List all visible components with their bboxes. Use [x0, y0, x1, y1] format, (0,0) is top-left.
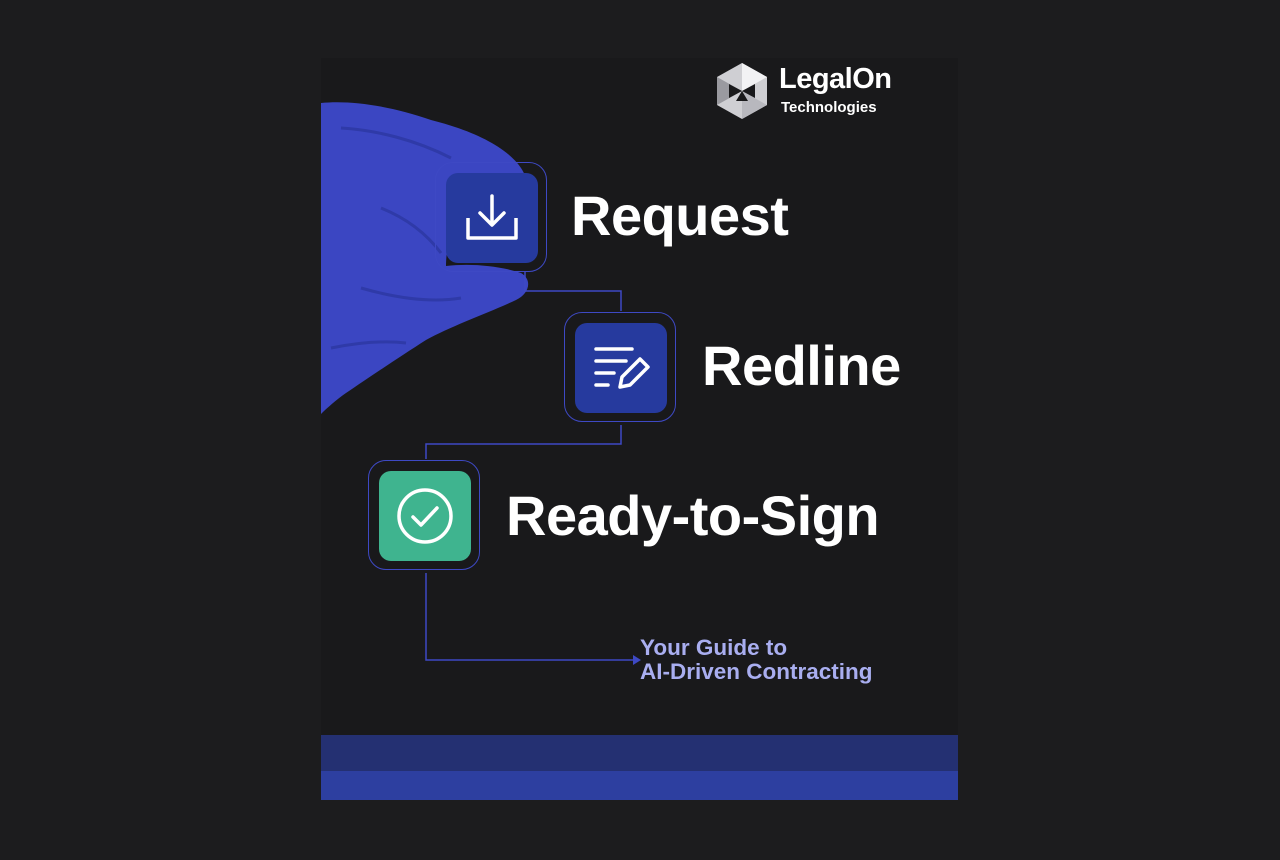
step-ready-to-sign-tile: [379, 471, 471, 561]
step-ready-to-sign-label: Ready-to-Sign: [506, 484, 880, 547]
step-request-tile: [446, 173, 538, 263]
guide-cover: LegalOn Technologies Request Redline: [321, 58, 958, 800]
step-redline-tile: [575, 323, 667, 413]
guide-tagline: Your Guide to AI-Driven Contracting: [640, 636, 873, 684]
logo-icon: [717, 63, 767, 119]
brand-logo: LegalOn Technologies: [715, 61, 905, 121]
step-redline: [564, 312, 676, 422]
flow-connectors: [425, 272, 641, 665]
footer-band-dark: [321, 735, 958, 771]
arrow-head-icon: [633, 655, 641, 665]
step-redline-label: Redline: [702, 334, 901, 397]
check-circle-icon: [397, 488, 453, 544]
download-icon: [466, 194, 518, 240]
tagline-line-2: AI-Driven Contracting: [640, 659, 873, 684]
step-ready-to-sign: [368, 460, 480, 570]
tagline-line-1: Your Guide to: [640, 635, 788, 660]
brand-sub: Technologies: [781, 99, 877, 116]
edit-lines-icon: [594, 347, 650, 389]
step-request-label: Request: [571, 184, 789, 247]
step-request: [435, 162, 547, 272]
footer-band-light: [321, 771, 958, 800]
brand-name: LegalOn: [779, 63, 892, 95]
